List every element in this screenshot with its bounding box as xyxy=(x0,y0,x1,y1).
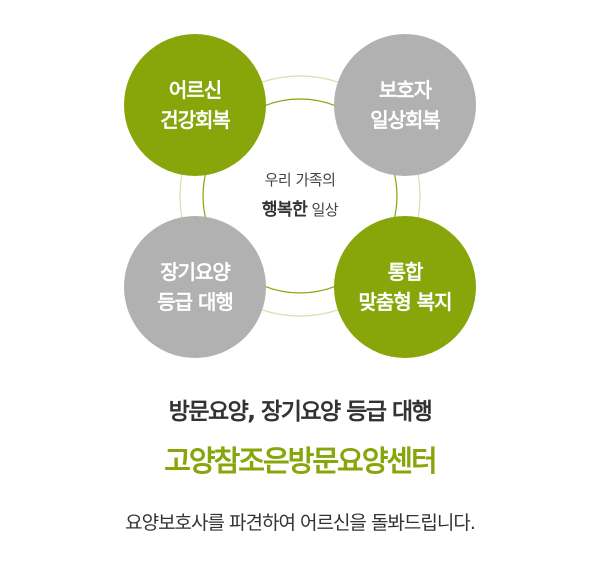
circle-grade-agency: 장기요양 등급 대행 xyxy=(124,216,266,358)
circle-custom-welfare: 통합 맞춤형 복지 xyxy=(334,216,476,358)
center-text: 우리 가족의 행복한 일상 xyxy=(220,165,380,225)
headline: 방문요양, 장기요양 등급 대행 xyxy=(168,399,433,425)
circle-label-line1: 통합 xyxy=(387,260,424,284)
circle-label-line1: 어르신 xyxy=(168,78,222,102)
circle-label-line1: 보호자 xyxy=(378,78,432,102)
description: 요양보호사를 파견하여 어르신을 돌봐드립니다. xyxy=(125,512,476,534)
circle-elder-health: 어르신 건강회복 xyxy=(124,34,266,176)
circle-label-line2: 맞춤형 복지 xyxy=(358,290,453,314)
brand-title: 고양참조은방문요양센터 xyxy=(164,444,437,478)
center-rest: 일상 xyxy=(311,201,339,219)
circle-label-line2: 건강회복 xyxy=(160,108,231,132)
circle-label-line1: 장기요양 xyxy=(160,260,231,284)
circle-label-line2: 일상회복 xyxy=(370,108,441,132)
circle-label-line2: 등급 대행 xyxy=(157,290,234,314)
center-line1: 우리 가족의 xyxy=(264,171,336,189)
ring-decoration xyxy=(179,75,421,317)
circle-guardian-daily: 보호자 일상회복 xyxy=(334,34,476,176)
center-bold: 행복한 xyxy=(261,200,308,220)
